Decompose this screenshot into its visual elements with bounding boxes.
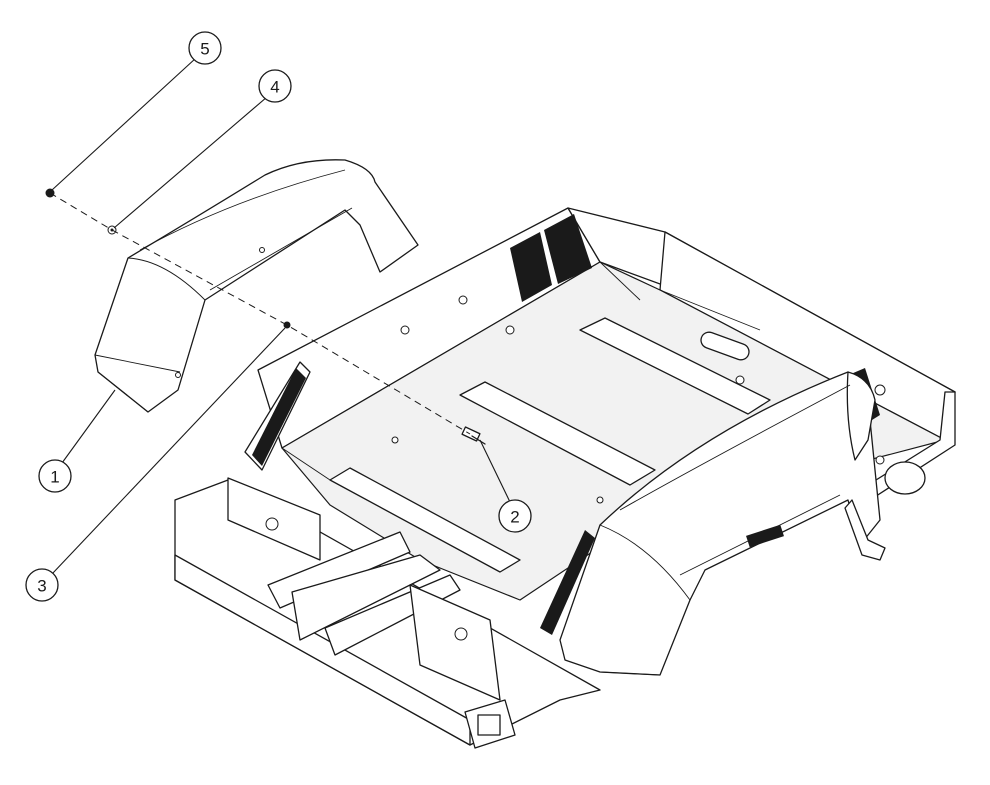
callout-3-label: 3 — [37, 577, 46, 596]
assembly-centerline — [49, 192, 471, 435]
rear-vent-grille — [510, 214, 592, 302]
callout-2: 2 — [479, 439, 532, 533]
callout-4: 4 — [113, 69, 292, 229]
callout-1: 1 — [38, 389, 116, 493]
callout-4-label: 4 — [270, 78, 279, 97]
callout-1-label: 1 — [50, 468, 59, 487]
fender-right — [559, 371, 886, 676]
left-vent-grille — [252, 368, 306, 466]
front-vent-grille — [540, 530, 595, 635]
screw — [283, 321, 291, 329]
callout-5-label: 5 — [200, 40, 209, 59]
callout-3: 3 — [25, 327, 286, 602]
callout-2-label: 2 — [510, 508, 519, 527]
bolt — [461, 426, 486, 445]
callout-5: 5 — [51, 31, 222, 191]
fender-left — [94, 159, 419, 413]
frame-chassis — [174, 207, 956, 749]
fender-right-badge — [746, 524, 784, 548]
